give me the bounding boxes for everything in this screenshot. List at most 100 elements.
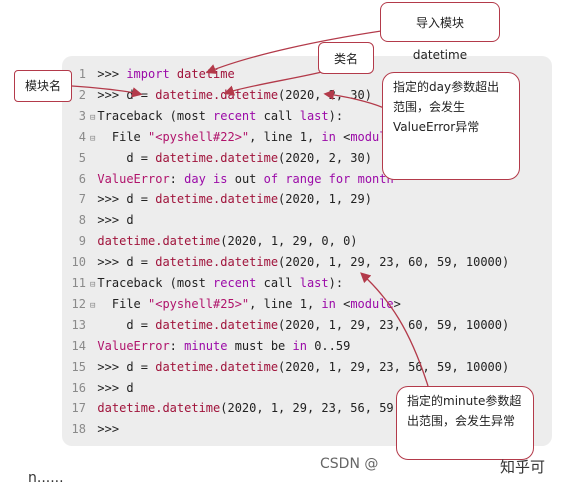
code-token: call bbox=[256, 276, 300, 290]
code-token: minute bbox=[184, 338, 228, 353]
code-token: ): bbox=[328, 276, 344, 290]
code-token: datetime.datetime bbox=[155, 192, 279, 207]
line-number: 2 bbox=[78, 87, 86, 102]
code-token: >>> bbox=[97, 422, 120, 437]
zhihu-watermark: 知乎可 bbox=[500, 458, 546, 476]
code-token: last bbox=[299, 108, 329, 123]
line-number: 16 bbox=[71, 380, 86, 395]
code-token: datetime.datetime bbox=[97, 401, 221, 416]
fold-toggle-icon[interactable]: ⊟ bbox=[90, 133, 96, 144]
code-token: < bbox=[335, 296, 351, 311]
code-token: < bbox=[335, 129, 351, 144]
code-line: 18 >>> bbox=[66, 419, 120, 439]
code-line: 11 ⊟Traceback (most recent call last): bbox=[66, 273, 344, 293]
code-token: (2020, 1, 29, 23, 60, 59, 10000) bbox=[278, 255, 510, 270]
arrow-minute bbox=[360, 272, 429, 387]
code-line: 15 >>> d = datetime.datetime(2020, 1, 29… bbox=[66, 357, 510, 377]
code-token: >>> d = bbox=[97, 255, 156, 270]
code-token: in bbox=[292, 338, 307, 353]
code-token: (2020, 2, 30) bbox=[278, 150, 372, 165]
code-token: (2020, 1, 29, 23, 60, 59, 10000) bbox=[278, 317, 510, 332]
code-token: datetime.datetime bbox=[155, 317, 279, 332]
code-token: >>> d bbox=[97, 213, 134, 228]
code-token: Traceback (most bbox=[97, 276, 214, 290]
code-token: is bbox=[213, 171, 228, 186]
line-number: 6 bbox=[78, 171, 86, 186]
code-line: 10 >>> d = datetime.datetime(2020, 1, 29… bbox=[66, 252, 510, 272]
code-token: d = bbox=[97, 317, 156, 332]
code-token: in bbox=[321, 129, 336, 144]
code-token: d = bbox=[97, 150, 156, 165]
code-line: 3 ⊟Traceback (most recent call last): bbox=[66, 106, 343, 126]
code-token: datetime.datetime bbox=[155, 255, 279, 270]
callout-module-name: 模块名 bbox=[14, 70, 72, 102]
code-token: import bbox=[126, 67, 170, 81]
arrow-class bbox=[223, 69, 331, 96]
code-line: 6 ValueError: day is out of range for mo… bbox=[66, 169, 394, 189]
code-token: last bbox=[299, 276, 329, 290]
code-token: call bbox=[256, 108, 300, 123]
code-token: >>> d = bbox=[97, 359, 156, 374]
callout-minute-error: 指定的minute参数超出范围，会发生异常 bbox=[396, 386, 534, 460]
code-line: 5 d = datetime.datetime(2020, 2, 30) bbox=[66, 148, 372, 168]
code-token: ): bbox=[328, 108, 344, 123]
line-number: 14 bbox=[71, 338, 86, 353]
code-token: , line 1, bbox=[249, 296, 322, 311]
code-token: : bbox=[169, 338, 185, 353]
code-line: 2 >>> d = datetime.datetime(2020, 2, 30) bbox=[66, 85, 372, 105]
code-token: datetime.datetime bbox=[155, 359, 279, 374]
line-number: 5 bbox=[78, 150, 86, 165]
arrow-day bbox=[323, 89, 385, 109]
code-line: 16 >>> d bbox=[66, 378, 134, 398]
code-token: , line 1, bbox=[249, 129, 322, 144]
callout-import-module: 导入模块datetime bbox=[380, 2, 500, 62]
code-token: File bbox=[97, 296, 148, 311]
code-token: datetime.datetime bbox=[155, 87, 279, 102]
callout-class-name: 类名 bbox=[318, 42, 374, 74]
code-token: "<pyshell#22>" bbox=[148, 129, 250, 144]
line-number: 17 bbox=[71, 401, 86, 416]
line-number: 18 bbox=[71, 422, 86, 437]
code-token: range bbox=[285, 171, 322, 186]
code-token: Traceback (most bbox=[97, 108, 214, 123]
fold-toggle-icon[interactable]: ⊟ bbox=[90, 300, 96, 311]
code-token: day bbox=[184, 171, 206, 186]
code-token: >>> d bbox=[97, 380, 134, 395]
code-line: 7 >>> d = datetime.datetime(2020, 1, 29) bbox=[66, 189, 372, 209]
code-token: "<pyshell#25>" bbox=[148, 296, 250, 311]
line-number: 15 bbox=[71, 359, 86, 374]
code-token: 0..59 bbox=[306, 338, 351, 353]
code-token: File bbox=[97, 129, 148, 144]
code-token: (2020, 1, 29, 0, 0) bbox=[220, 234, 358, 249]
code-token: recent bbox=[213, 276, 257, 290]
code-token: recent bbox=[213, 108, 257, 123]
code-token: > bbox=[393, 296, 401, 311]
line-number: 3 bbox=[78, 108, 86, 123]
code-token: datetime bbox=[176, 67, 235, 81]
code-token: of bbox=[263, 171, 279, 186]
code-token: datetime.datetime bbox=[155, 150, 279, 165]
code-line: 8 >>> d bbox=[66, 210, 134, 230]
code-token: >>> d = bbox=[97, 192, 156, 207]
bottom-partial-text: n...... bbox=[28, 470, 64, 486]
fold-toggle-icon[interactable]: ⊟ bbox=[90, 280, 96, 290]
code-token: (2020, 1, 29, 23, 56, 59, 10000) bbox=[278, 359, 510, 374]
line-number: 7 bbox=[78, 192, 86, 207]
code-line: 9 datetime.datetime(2020, 1, 29, 0, 0) bbox=[66, 231, 358, 251]
line-number: 11 bbox=[71, 276, 86, 290]
csdn-watermark: CSDN @ bbox=[320, 456, 379, 472]
code-token: out bbox=[227, 171, 264, 186]
line-number: 12 bbox=[71, 296, 86, 311]
code-line: 13 d = datetime.datetime(2020, 1, 29, 23… bbox=[66, 315, 510, 335]
code-line: 1 >>> import datetime bbox=[66, 64, 235, 84]
code-token: module bbox=[350, 296, 394, 311]
code-token: : bbox=[169, 171, 185, 186]
arrow-module bbox=[71, 85, 143, 98]
code-token: for bbox=[328, 171, 351, 186]
line-number: 1 bbox=[78, 67, 86, 81]
code-line: 14 ValueError: minute must be in 0..59 bbox=[66, 336, 351, 356]
code-token: (2020, 1, 29) bbox=[278, 192, 372, 207]
fold-toggle-icon[interactable]: ⊟ bbox=[90, 112, 96, 123]
code-token: datetime.datetime bbox=[97, 234, 221, 249]
